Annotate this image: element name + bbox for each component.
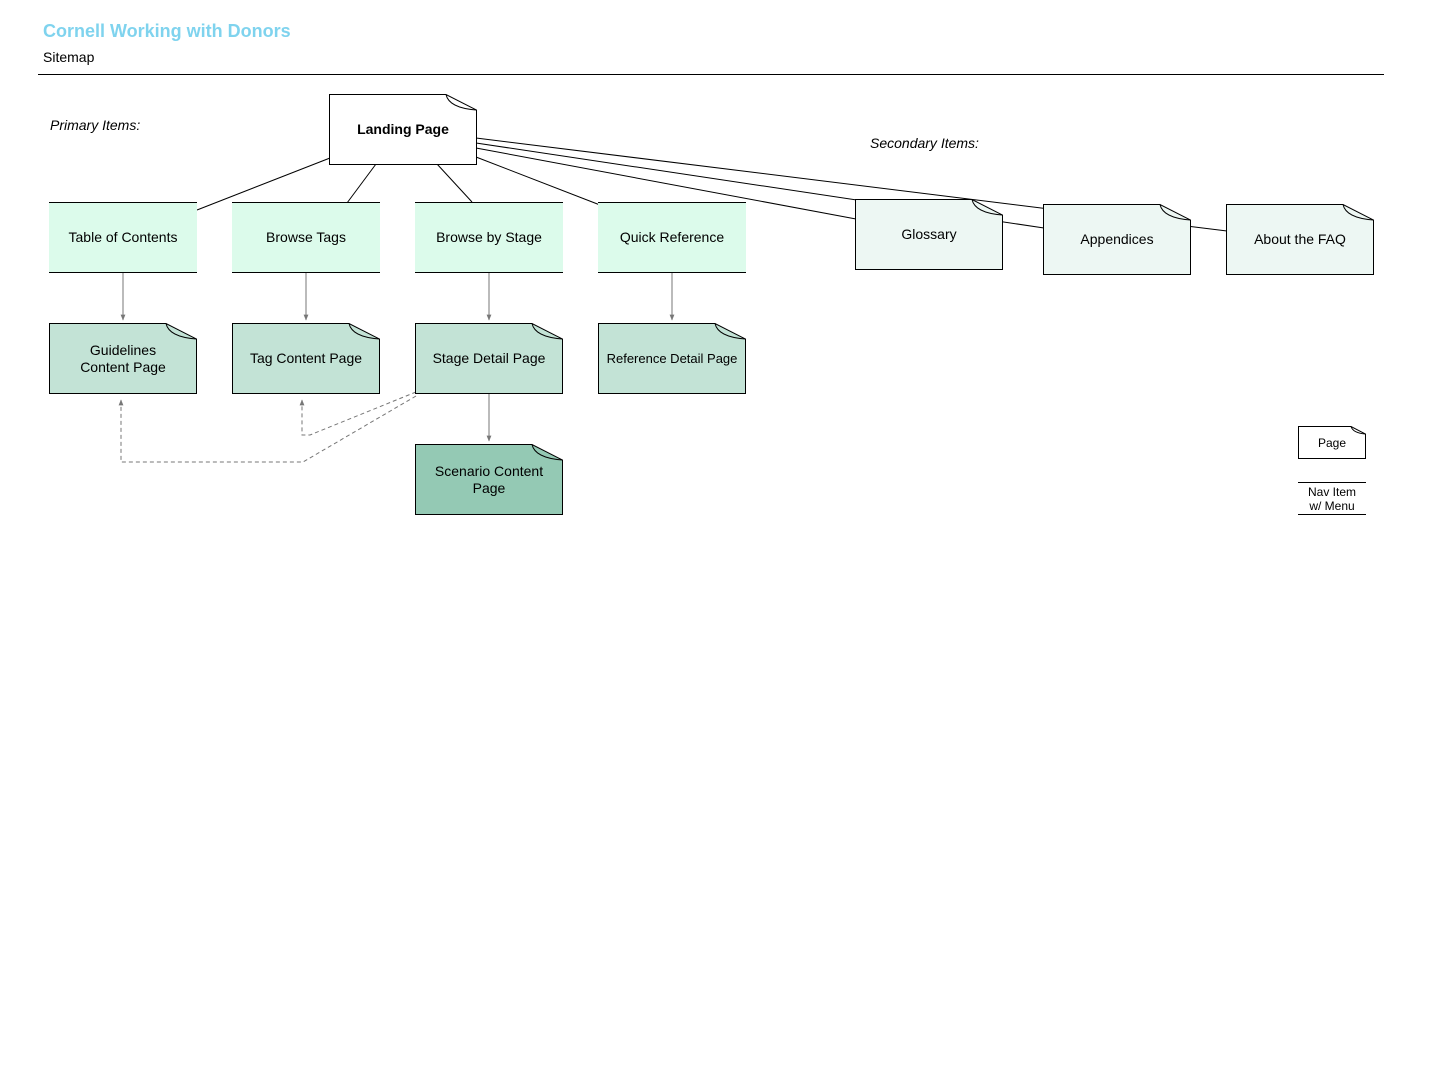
legend-page-symbol: Page (1298, 426, 1366, 459)
connector-landing-glossary (475, 147, 857, 220)
content-page-label: Guidelines Content Page (80, 341, 166, 375)
secondary-page-about-the-faq: About the FAQ (1226, 204, 1374, 275)
legend-nav-item-symbol: Nav Item w/ Menu (1298, 482, 1366, 515)
secondary-items-label: Secondary Items: (870, 135, 979, 151)
content-page-reference-detail: Reference Detail Page (598, 323, 746, 394)
connector-landing-quick-ref (475, 156, 601, 206)
nav-item-label: Quick Reference (619, 229, 725, 245)
nav-item-browse-tags: Browse Tags (232, 202, 380, 273)
connector-landing-browse-stage (436, 163, 473, 203)
nav-item-label: Browse by Stage (436, 229, 542, 245)
content-page-label: Stage Detail Page (432, 350, 546, 366)
nav-item-browse-by-stage: Browse by Stage (415, 202, 563, 273)
nav-item-table-of-contents: Table of Contents (49, 202, 197, 273)
content-page-tag-content: Tag Content Page (232, 323, 380, 394)
secondary-page-label: Appendices (1080, 231, 1154, 247)
document-subtitle: Sitemap (43, 49, 95, 65)
content-page-label: Tag Content Page (249, 350, 363, 366)
content-page-stage-detail: Stage Detail Page (415, 323, 563, 394)
document-title: Cornell Working with Donors (43, 21, 291, 41)
primary-items-label: Primary Items: (50, 117, 141, 133)
nav-item-label: Browse Tags (266, 229, 346, 245)
connector-landing-browse-tags (346, 163, 377, 204)
landing-page-label: Landing Page (357, 121, 449, 137)
secondary-page-glossary: Glossary (855, 199, 1003, 270)
content-page-label: Scenario Content Page (434, 462, 544, 496)
nav-item-label: Table of Contents (68, 229, 178, 245)
legend-nav-item-label: Nav Item w/ Menu (1307, 484, 1356, 513)
legend-page-label: Page (1317, 435, 1347, 450)
content-page-label: Reference Detail Page (606, 351, 738, 366)
header-divider (38, 74, 1384, 75)
dashed-link-stage-detail-guidelines (118, 395, 417, 463)
content-page-scenario: Scenario Content Page (415, 444, 563, 515)
secondary-page-label: Glossary (901, 226, 957, 242)
content-page-guidelines: Guidelines Content Page (49, 323, 197, 394)
landing-page-node: Landing Page (329, 94, 477, 165)
secondary-page-appendices: Appendices (1043, 204, 1191, 275)
secondary-page-label: About the FAQ (1254, 231, 1346, 247)
dashed-link-stage-detail-tag-content (299, 391, 417, 436)
nav-item-quick-reference: Quick Reference (598, 202, 746, 273)
connector-landing-toc (196, 157, 331, 211)
